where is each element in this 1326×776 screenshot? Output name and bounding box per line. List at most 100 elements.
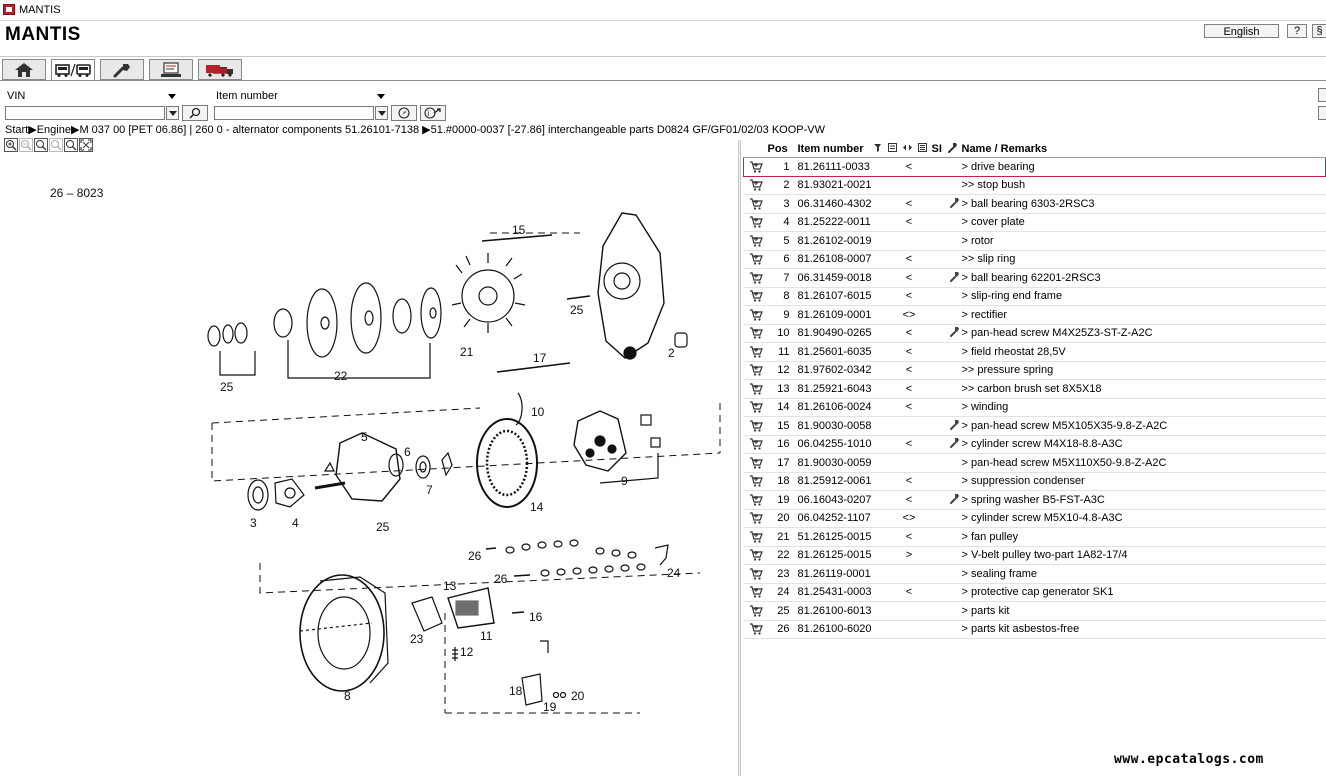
table-row[interactable]: 1581.90030-0058> pan-head screw M5X105X3… (744, 417, 1326, 436)
row-item-number[interactable]: 81.26100-6020 (798, 620, 872, 639)
col-name-remarks[interactable]: Name / Remarks (962, 141, 1326, 158)
row-item-number[interactable]: 06.04255-1010 (798, 435, 872, 454)
callout-6[interactable]: 6 (404, 445, 411, 459)
right-panel-toggle-top[interactable] (1318, 88, 1326, 102)
col-si[interactable]: SI (932, 141, 947, 158)
add-to-cart-button[interactable] (744, 546, 768, 565)
callout-9[interactable]: 9 (621, 474, 628, 488)
row-item-number[interactable]: 81.97602-0342 (798, 361, 872, 380)
row-item-number[interactable]: 06.31460-4302 (798, 195, 872, 214)
callout-13[interactable]: 13 (443, 579, 457, 593)
callout-14[interactable]: 14 (530, 500, 544, 514)
callout-20[interactable]: 20 (571, 689, 585, 703)
tab-vehicles[interactable] (51, 59, 95, 81)
table-row[interactable]: 881.26107-6015<> slip-ring end frame (744, 287, 1326, 306)
callout-10[interactable]: 10 (531, 405, 545, 419)
add-to-cart-button[interactable] (744, 250, 768, 269)
add-to-cart-button[interactable] (744, 287, 768, 306)
row-item-number[interactable]: 06.04252-1107 (798, 509, 872, 528)
add-to-cart-button[interactable] (744, 398, 768, 417)
callout-15[interactable]: 15 (512, 223, 526, 237)
row-tool[interactable] (947, 324, 962, 343)
col-pos[interactable]: Pos (768, 141, 798, 158)
vin-search-button[interactable] (182, 105, 208, 121)
item-mode-arrow-icon[interactable] (377, 94, 385, 99)
add-to-cart-button[interactable] (744, 528, 768, 547)
row-interchange-flag[interactable] (902, 417, 917, 436)
row-interchange-flag[interactable] (902, 454, 917, 473)
row-item-number[interactable]: 06.16043-0207 (798, 491, 872, 510)
add-to-cart-button[interactable] (744, 361, 768, 380)
row-interchange-flag[interactable] (902, 232, 917, 251)
row-interchange-flag[interactable]: < (902, 213, 917, 232)
callout-7[interactable]: 7 (426, 483, 433, 497)
row-tool[interactable] (947, 195, 962, 214)
tab-trucks[interactable] (198, 59, 242, 80)
right-panel-toggle-bottom[interactable] (1318, 106, 1326, 120)
row-item-number[interactable]: 81.90030-0058 (798, 417, 872, 436)
col-flag-2[interactable] (887, 141, 902, 158)
table-row[interactable]: 2381.26119-0001> sealing frame (744, 565, 1326, 584)
panel-splitter[interactable] (738, 140, 741, 776)
table-row[interactable]: 2581.26100-6013> parts kit (744, 602, 1326, 621)
zoom-window-button[interactable] (64, 138, 78, 152)
row-item-number[interactable]: 06.31459-0018 (798, 269, 872, 288)
row-item-number[interactable]: 81.90490-0265 (798, 324, 872, 343)
callout-26-lower[interactable]: 26 (494, 572, 508, 586)
row-item-number[interactable]: 51.26125-0015 (798, 528, 872, 547)
add-to-cart-button[interactable] (744, 343, 768, 362)
callout-21[interactable]: 21 (460, 345, 474, 359)
callout-19[interactable]: 19 (543, 700, 557, 714)
row-interchange-flag[interactable] (902, 602, 917, 621)
callout-25-frame[interactable]: 25 (570, 303, 584, 317)
callout-12[interactable]: 12 (460, 645, 474, 659)
callout-16[interactable]: 16 (529, 610, 543, 624)
col-flag-4[interactable] (917, 141, 932, 158)
row-item-number[interactable]: 81.26100-6013 (798, 602, 872, 621)
vin-input[interactable] (5, 106, 165, 120)
row-interchange-flag[interactable] (902, 565, 917, 584)
table-row[interactable]: 981.26109-0001<>> rectifier (744, 306, 1326, 325)
add-to-cart-button[interactable] (744, 583, 768, 602)
add-to-cart-button[interactable] (744, 158, 768, 177)
item-open-button[interactable]: i (420, 105, 446, 121)
col-item-number[interactable]: Item number (798, 141, 872, 158)
col-tool[interactable] (947, 141, 962, 158)
table-row[interactable]: 1381.25921-6043<>> carbon brush set 8X5X… (744, 380, 1326, 399)
row-interchange-flag[interactable]: < (902, 491, 917, 510)
callout-17[interactable]: 17 (533, 351, 547, 365)
table-row[interactable]: 1181.25601-6035<> field rheostat 28,5V (744, 343, 1326, 362)
row-interchange-flag[interactable]: < (902, 287, 917, 306)
row-interchange-flag[interactable] (902, 620, 917, 639)
row-item-number[interactable]: 81.26107-6015 (798, 287, 872, 306)
row-item-number[interactable]: 81.26108-0007 (798, 250, 872, 269)
table-row[interactable]: 2281.26125-0015 >> V-belt pulley two-par… (744, 546, 1326, 565)
row-interchange-flag[interactable]: < (902, 343, 917, 362)
add-to-cart-button[interactable] (744, 306, 768, 325)
tab-catalog[interactable] (149, 59, 193, 80)
callout-24[interactable]: 24 (667, 566, 681, 580)
row-item-number[interactable]: 81.25921-6043 (798, 380, 872, 399)
language-button[interactable]: English (1204, 24, 1279, 38)
callout-3[interactable]: 3 (250, 516, 257, 530)
row-interchange-flag[interactable]: < (902, 398, 917, 417)
callout-26[interactable]: 26 (468, 549, 482, 563)
row-item-number[interactable]: 81.26111-0033 (798, 158, 872, 177)
row-interchange-flag[interactable]: < (902, 158, 917, 177)
table-row[interactable]: 706.31459-0018<> ball bearing 62201-2RSC… (744, 269, 1326, 288)
help-button[interactable]: ? (1287, 24, 1307, 38)
callout-23[interactable]: 23 (410, 632, 424, 646)
table-row[interactable]: 1906.16043-0207<> spring washer B5-FST-A… (744, 491, 1326, 510)
table-row[interactable]: 481.25222-0011<> cover plate (744, 213, 1326, 232)
add-to-cart-button[interactable] (744, 269, 768, 288)
add-to-cart-button[interactable] (744, 213, 768, 232)
table-row[interactable]: 2681.26100-6020> parts kit asbestos-free (744, 620, 1326, 639)
row-item-number[interactable]: 81.25431-0003 (798, 583, 872, 602)
row-item-number[interactable]: 81.25601-6035 (798, 343, 872, 362)
row-interchange-flag[interactable]: < (902, 472, 917, 491)
row-item-number[interactable]: 81.26102-0019 (798, 232, 872, 251)
zoom-reset-button[interactable] (49, 138, 63, 152)
add-to-cart-button[interactable] (744, 195, 768, 214)
add-to-cart-button[interactable] (744, 324, 768, 343)
callout-11[interactable]: 11 (480, 629, 493, 643)
